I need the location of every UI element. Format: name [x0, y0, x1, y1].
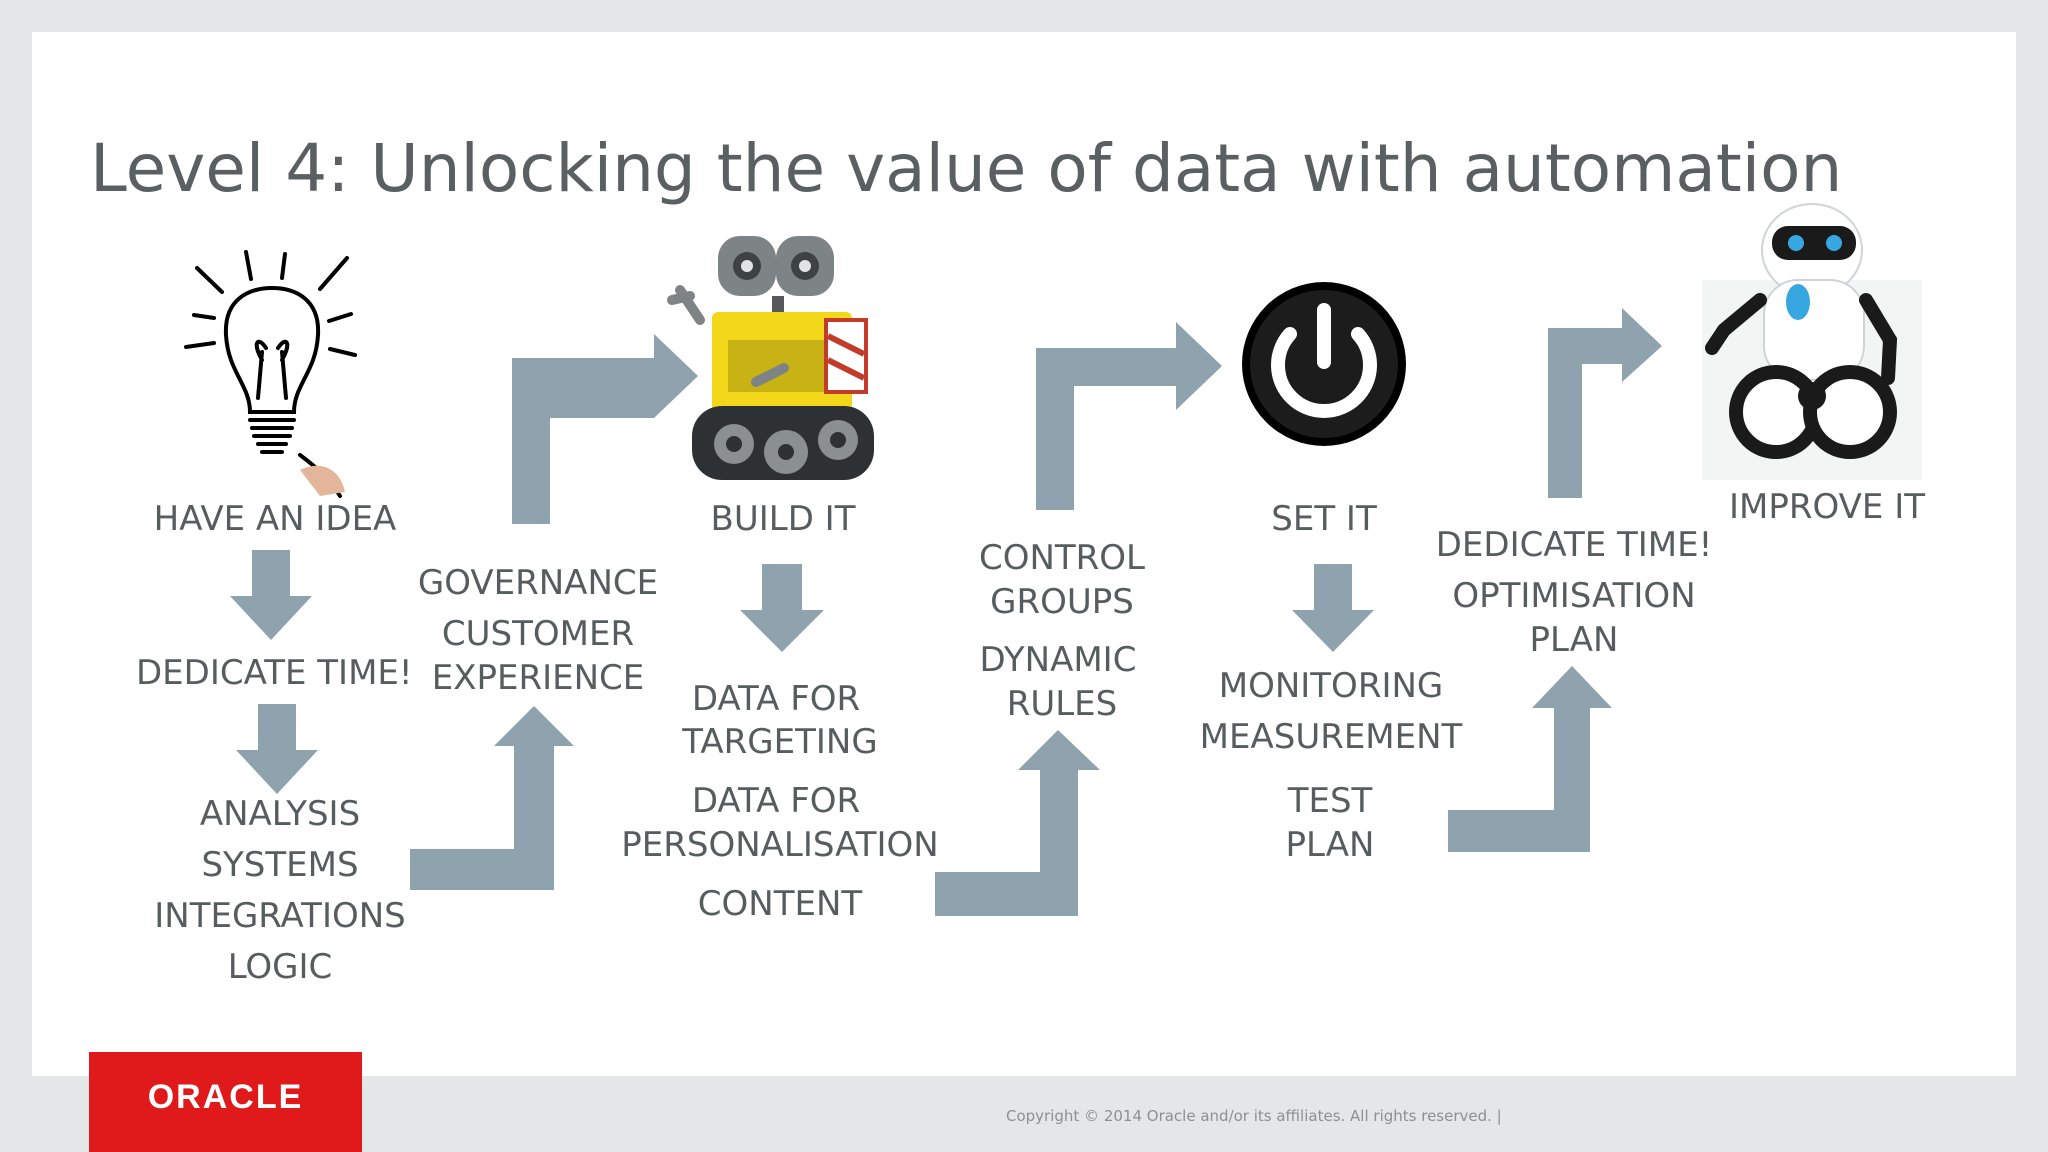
- power-button-icon: [1242, 282, 1406, 446]
- label-customer: CUSTOMER: [441, 614, 635, 654]
- arrow-down-3: [740, 564, 824, 652]
- arrow-down-4: [1292, 564, 1374, 652]
- arrow-down-2: [236, 704, 318, 794]
- step-build-it: BUILD IT: [710, 499, 856, 539]
- label-plan-1: PLAN: [1285, 825, 1375, 865]
- robot-improve-icon: [1702, 203, 1922, 480]
- label-control: CONTROL: [978, 538, 1146, 578]
- label-rules: RULES: [1006, 684, 1118, 724]
- label-targeting: TARGETING: [682, 722, 878, 762]
- arrow-analysis-to-governance: [410, 706, 574, 890]
- arrow-down-1: [230, 550, 312, 640]
- label-content: CONTENT: [697, 884, 863, 924]
- label-personalisation: PERSONALISATION: [621, 825, 939, 865]
- label-experience: EXPERIENCE: [431, 658, 645, 698]
- label-groups: GROUPS: [990, 582, 1134, 622]
- copyright-text: Copyright © 2014 Oracle and/or its affil…: [1006, 1107, 1502, 1125]
- label-data-for-2: DATA FOR: [691, 781, 861, 821]
- light-bulb-icon: [184, 250, 357, 498]
- label-logic: LOGIC: [227, 947, 333, 987]
- arrow-governance-to-build: [512, 334, 698, 524]
- oracle-logo: ORACLE: [89, 1052, 362, 1152]
- hand-icon: [300, 465, 345, 496]
- arrow-test-to-optimisation: [1448, 666, 1612, 852]
- label-plan-2: PLAN: [1529, 620, 1619, 660]
- label-integrations: INTEGRATIONS: [154, 896, 406, 936]
- robot-build-icon: [667, 236, 874, 480]
- label-dedicate-time-2: DEDICATE TIME!: [1435, 525, 1713, 565]
- step-improve-it: IMPROVE IT: [1729, 487, 1925, 527]
- label-data-for-1: DATA FOR: [691, 679, 861, 719]
- label-systems: SYSTEMS: [201, 845, 359, 885]
- label-test: TEST: [1287, 781, 1373, 821]
- step-set-it: SET IT: [1271, 499, 1377, 539]
- label-measurement: MEASUREMENT: [1199, 717, 1463, 757]
- step-dedicate-time-1: DEDICATE TIME!: [136, 653, 413, 693]
- label-governance: GOVERNANCE: [417, 563, 659, 603]
- arrow-content-to-dynamic: [935, 730, 1100, 916]
- label-analysis: ANALYSIS: [199, 794, 361, 834]
- label-monitoring: MONITORING: [1218, 666, 1444, 706]
- label-optimisation: OPTIMISATION: [1452, 576, 1696, 616]
- arrow-control-to-set: [1036, 322, 1222, 510]
- oracle-logo-text: ORACLE: [147, 1078, 304, 1116]
- step-have-idea: HAVE AN IDEA: [153, 499, 397, 539]
- slide-title: Level 4: Unlocking the value of data wit…: [90, 130, 1843, 207]
- arrow-dedicate-to-improve: [1548, 308, 1662, 498]
- label-dynamic: DYNAMIC: [979, 640, 1137, 680]
